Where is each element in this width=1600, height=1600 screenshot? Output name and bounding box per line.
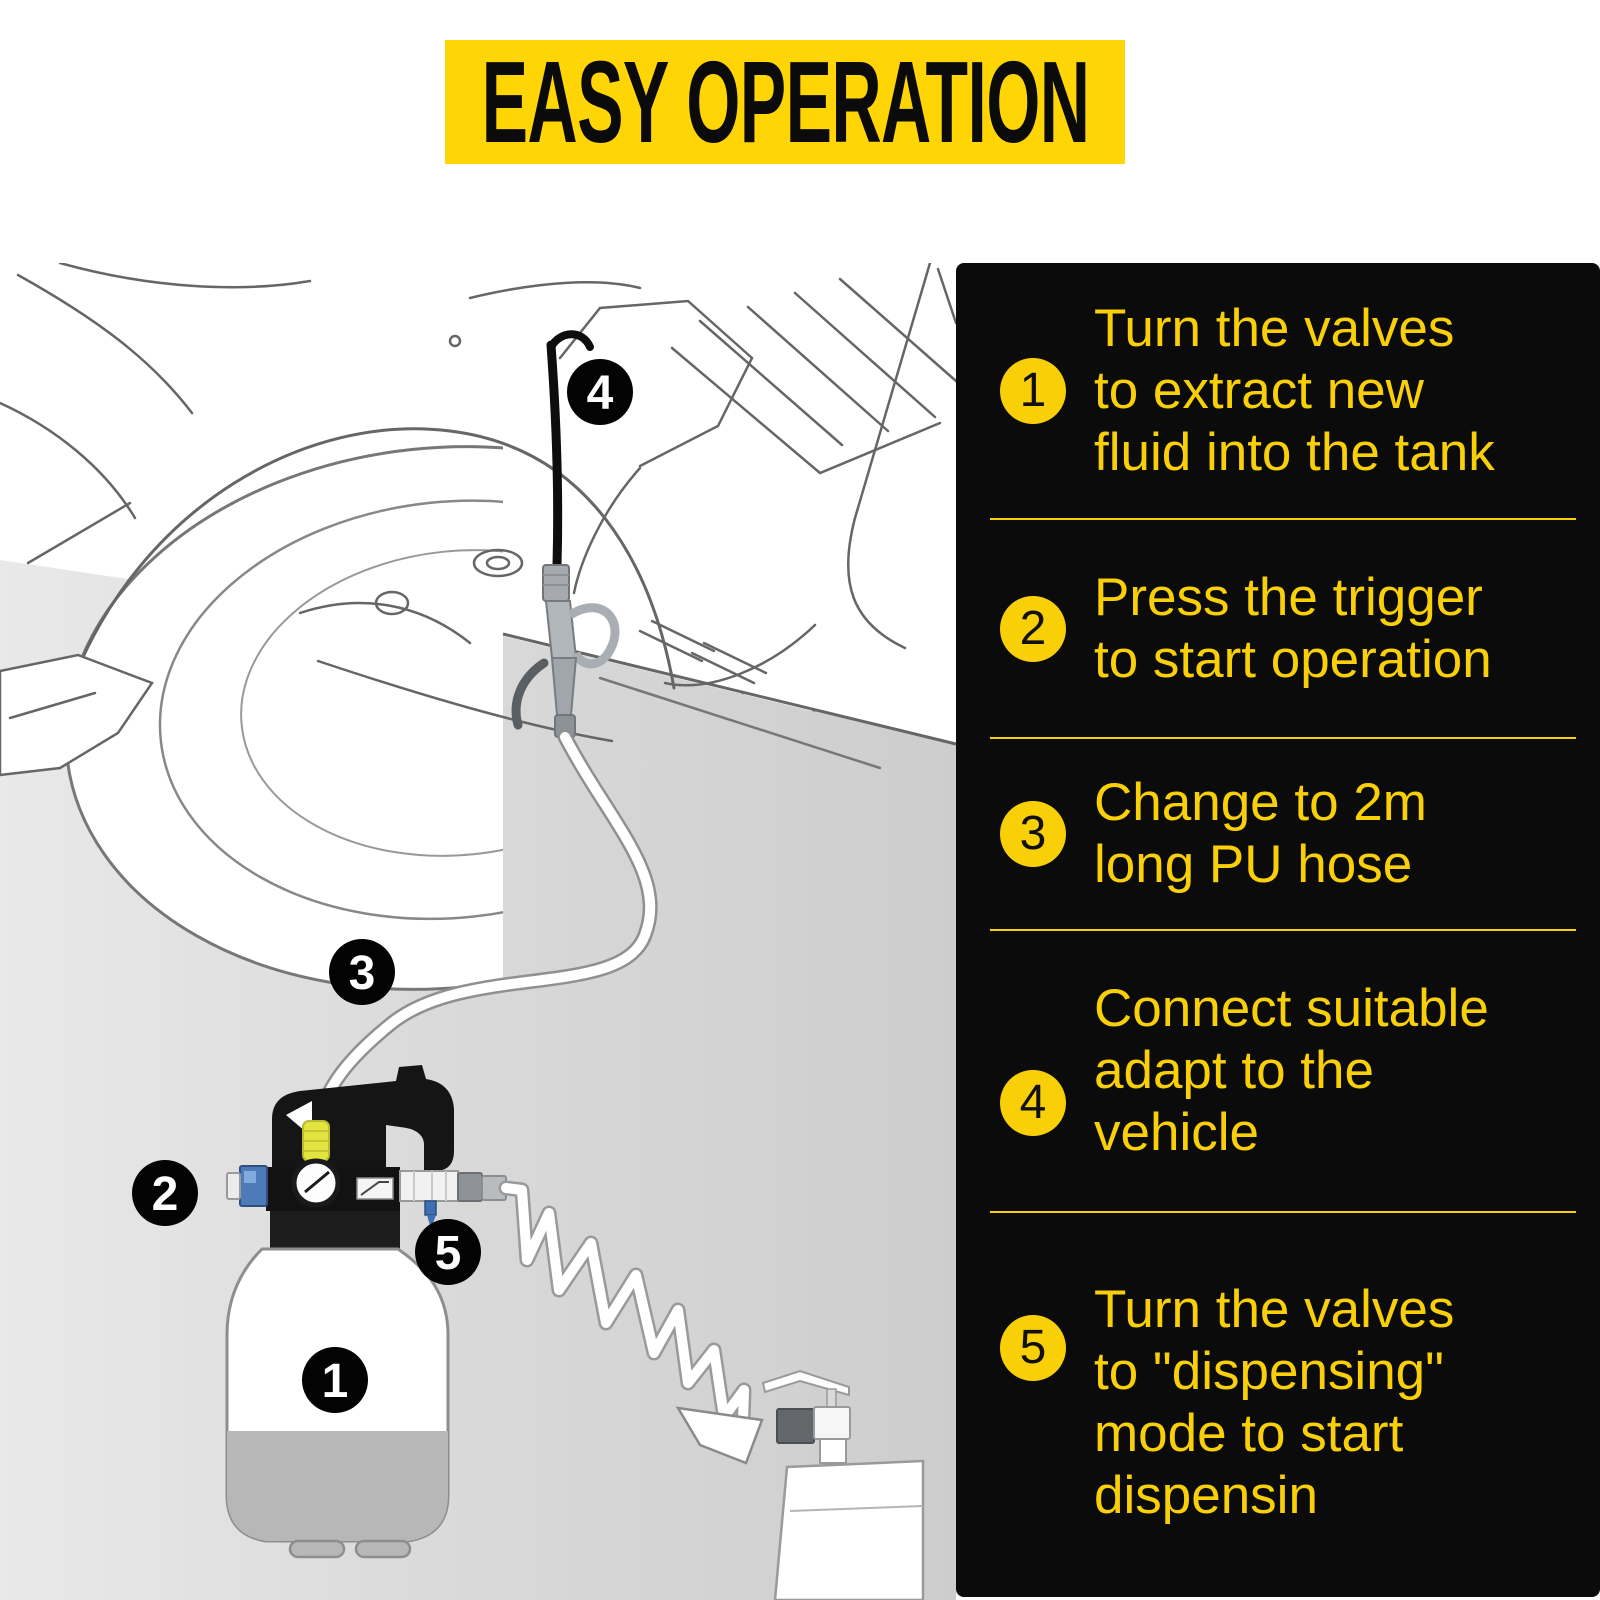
dispense-valve xyxy=(424,1200,437,1216)
adapter-rod xyxy=(546,340,563,570)
outlet-pipe xyxy=(399,1170,459,1202)
step-badge-2: 2 xyxy=(1000,595,1066,662)
extractor-pump xyxy=(225,1065,507,1559)
step-row-2: 2 Press the trigger to start operation xyxy=(956,520,1600,737)
floor-under-sill xyxy=(503,636,956,1023)
marker-1: 1 xyxy=(302,1347,368,1413)
step-row-5: 5 Turn the valves to "dispensing" mode t… xyxy=(956,1213,1600,1597)
step-row-3: 3 Change to 2m long PU hose xyxy=(956,739,1600,929)
step-text-2: Press the trigger to start operation xyxy=(1094,567,1492,689)
adapter-rod-hook xyxy=(547,330,594,351)
fluid-level xyxy=(227,1431,448,1541)
hose-coupler xyxy=(457,1172,483,1202)
step-divider xyxy=(990,737,1576,739)
gun-hanger-hook xyxy=(567,603,620,669)
svg-text:2: 2 xyxy=(152,1168,179,1221)
waste-container xyxy=(773,1459,925,1600)
car-underbody-sketch xyxy=(0,263,957,777)
step-divider xyxy=(990,1211,1576,1213)
tank-collar xyxy=(270,1211,400,1249)
pu-hose xyxy=(315,729,658,1116)
gun-trigger xyxy=(511,658,549,730)
step-divider xyxy=(990,518,1576,520)
svg-text:5: 5 xyxy=(435,1227,462,1280)
page-title: EASY OPERATION xyxy=(481,37,1089,167)
svg-text:4: 4 xyxy=(587,367,614,420)
step-text-4: Connect suitable adapt to the vehicle xyxy=(1094,979,1489,1162)
step-text-3: Change to 2m long PU hose xyxy=(1094,773,1427,894)
marker-5: 5 xyxy=(415,1219,481,1285)
step-badge-3: 3 xyxy=(1000,801,1066,867)
step-text-1: Turn the valves to extract new fluid int… xyxy=(1094,298,1495,482)
spiral-hose xyxy=(498,1180,760,1458)
step-badge-1: 1 xyxy=(1000,357,1066,424)
marker-2: 2 xyxy=(132,1160,198,1226)
pump-label xyxy=(356,1177,394,1200)
step-row-4: 4 Connect suitable adapt to the vehicle xyxy=(956,931,1600,1211)
steps-panel: 1 Turn the valves to extract new fluid i… xyxy=(956,263,1600,1597)
funnel xyxy=(675,1406,764,1465)
marker-3: 3 xyxy=(329,939,395,1005)
gun-coupler xyxy=(542,564,570,602)
step-divider xyxy=(990,929,1576,931)
blow-gun xyxy=(511,330,620,738)
svg-text:3: 3 xyxy=(349,947,376,1000)
marker-4: 4 xyxy=(567,359,633,425)
diagram-canvas: 1 2 3 4 5 xyxy=(0,263,957,1600)
svg-text:1: 1 xyxy=(322,1355,349,1408)
title-banner: EASY OPERATION xyxy=(445,40,1125,164)
step-text-5: Turn the valves to "dispensing" mode to … xyxy=(1094,1280,1455,1525)
drain-valve xyxy=(761,1369,851,1464)
valence-panel xyxy=(0,653,154,777)
step-badge-4: 4 xyxy=(1000,1070,1066,1136)
step-row-1: 1 Turn the valves to extract new fluid i… xyxy=(956,263,1600,518)
step-badge-5: 5 xyxy=(1000,1315,1066,1381)
